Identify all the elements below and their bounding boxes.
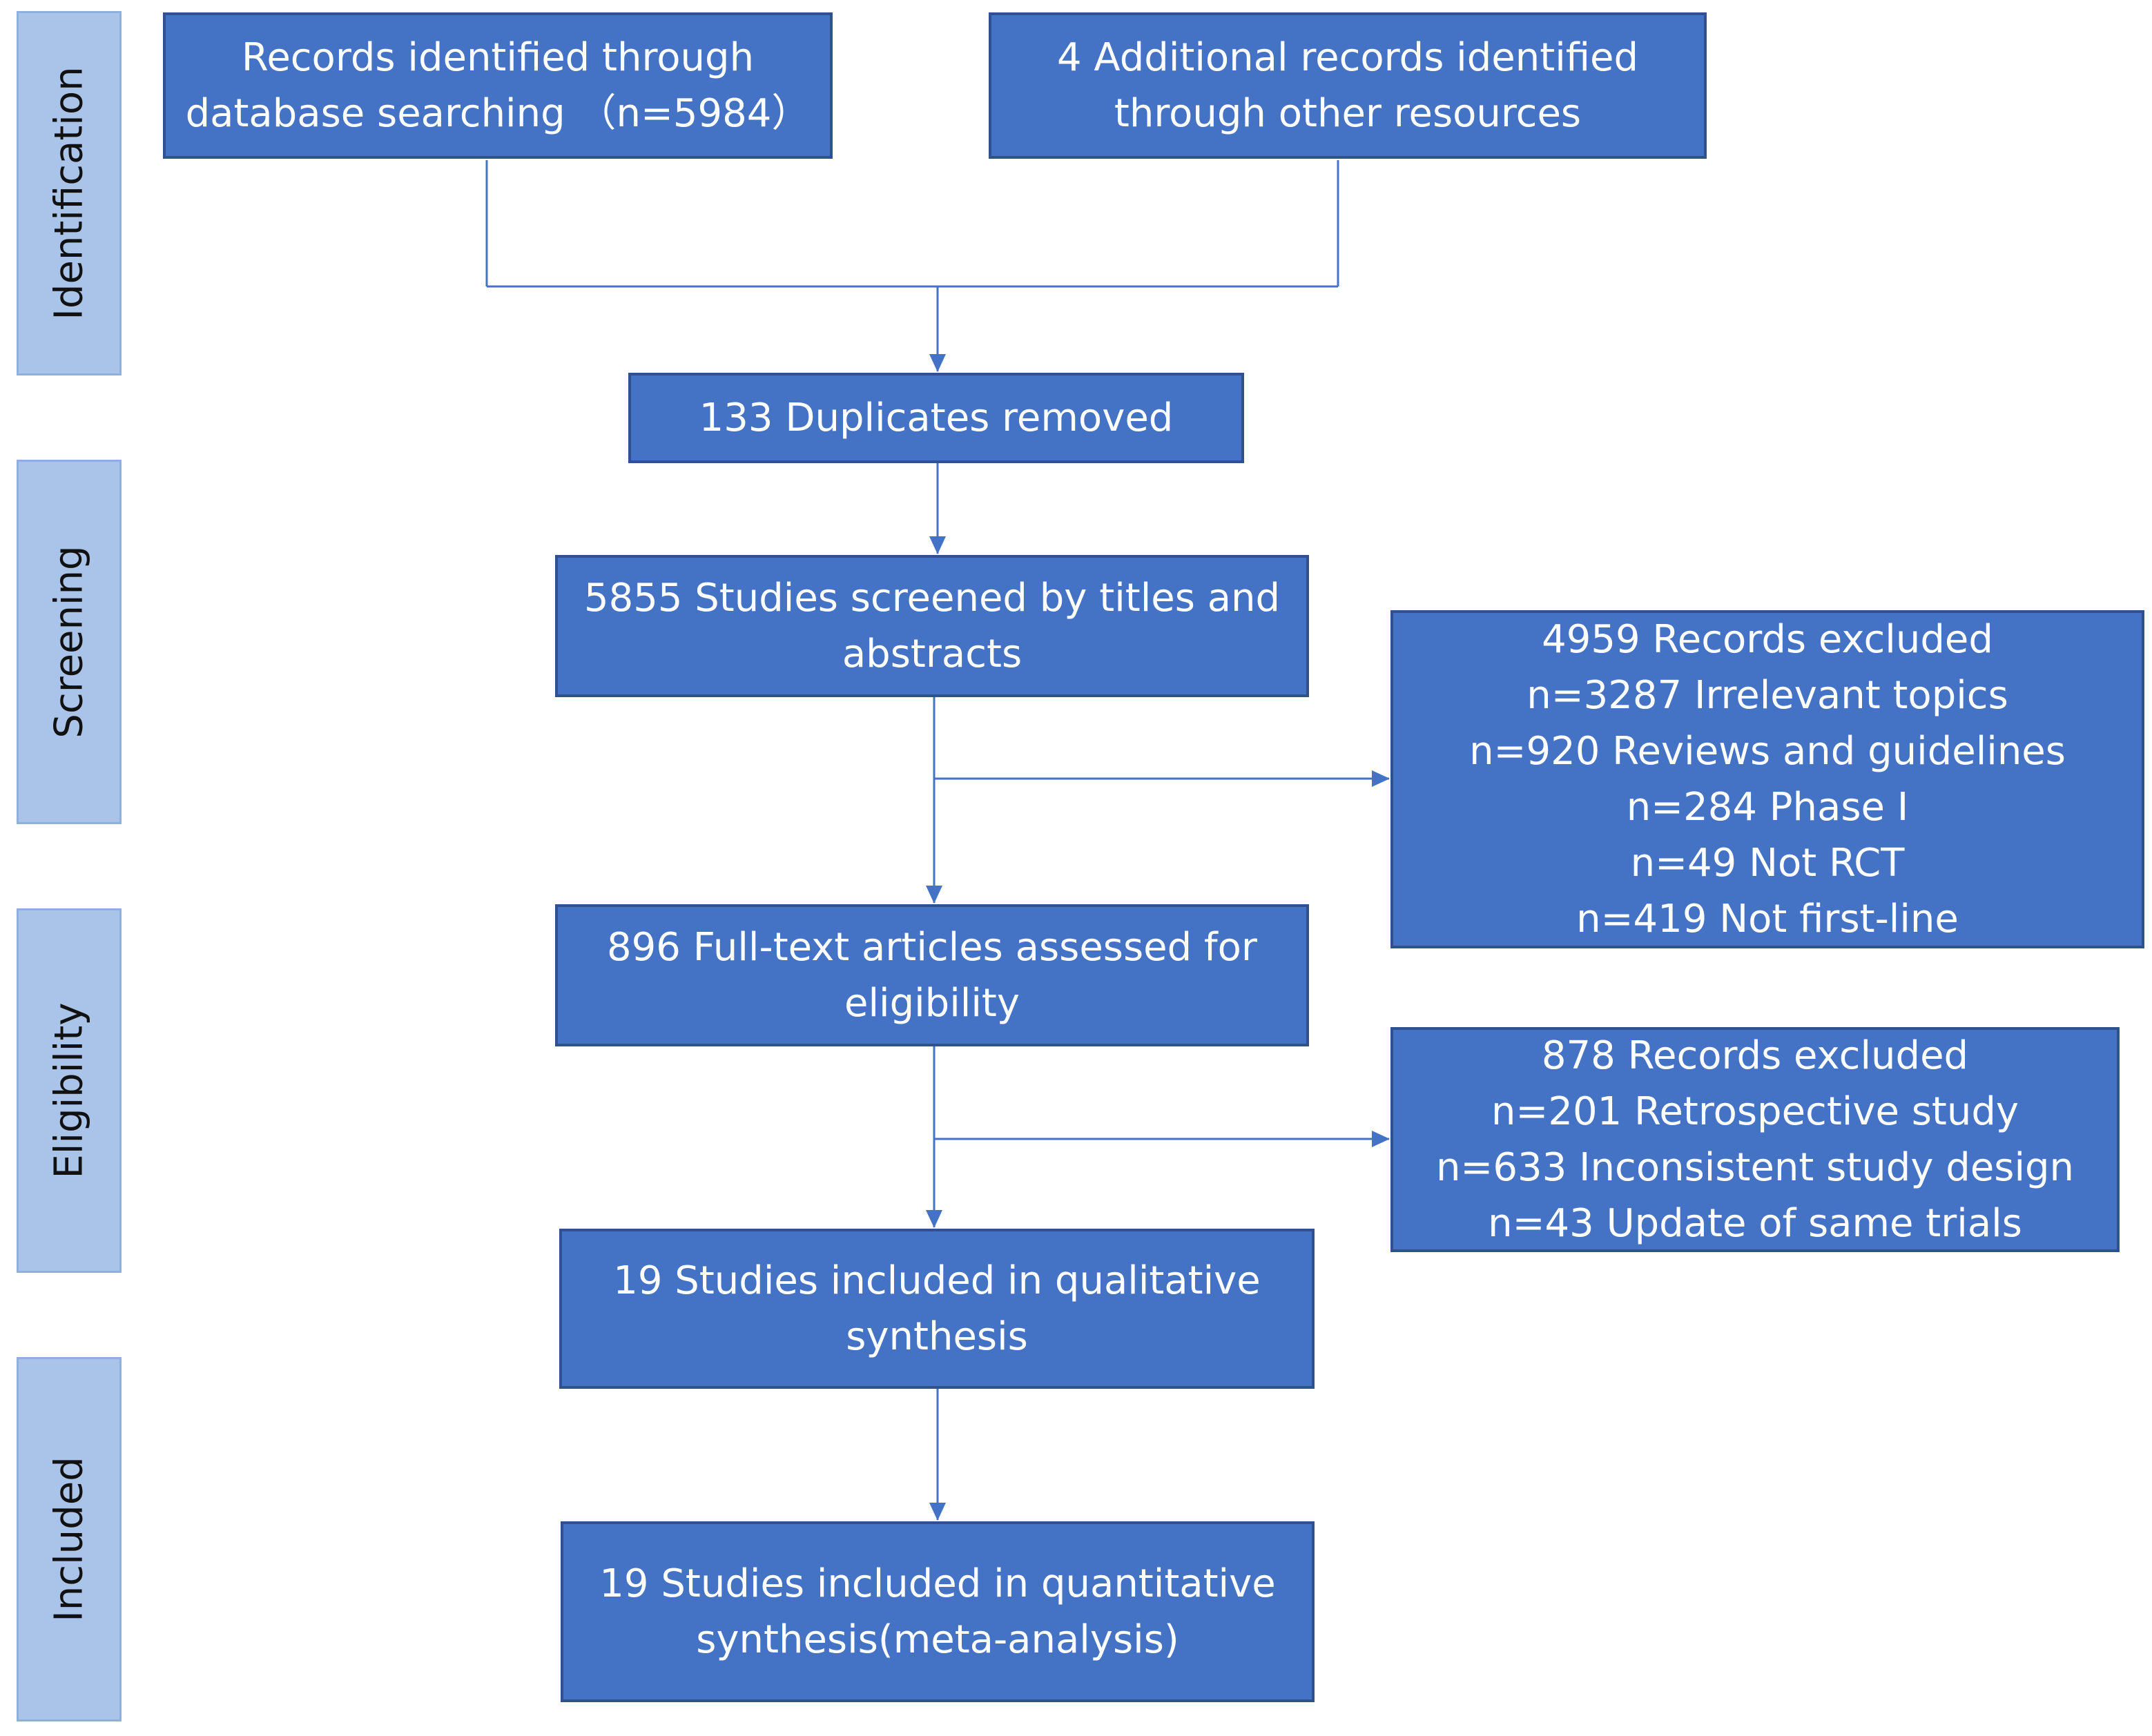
- box-text-line: n=201 Retrospective study: [1491, 1089, 2019, 1134]
- box-text-line: 4959 Records excluded: [1542, 617, 1993, 662]
- box-qualitative: 19 Studies included in qualitative synth…: [559, 1229, 1315, 1389]
- box-text-line: 19 Studies included in quantitative: [599, 1561, 1276, 1606]
- box-duplicates-removed: 133 Duplicates removed: [628, 373, 1244, 463]
- phase-identification: Identification: [17, 11, 122, 376]
- box-text-line: n=633 Inconsistent study design: [1435, 1145, 2075, 1190]
- box-text-line: 896 Full-text articles assessed for: [607, 925, 1257, 970]
- box-text-line: Records identified through: [241, 35, 755, 80]
- box-text-line: 4 Additional records identified: [1056, 35, 1639, 80]
- phase-eligibility: Eligibility: [17, 908, 122, 1273]
- box-text-line: abstracts: [842, 632, 1022, 676]
- box-text-line: synthesis(meta-analysis): [696, 1617, 1179, 1662]
- box-eligibility-excluded: 878 Records excluded n=201 Retrospective…: [1390, 1027, 2120, 1252]
- box-quantitative: 19 Studies included in quantitative synt…: [561, 1521, 1315, 1702]
- box-text-line: 19 Studies included in qualitative: [613, 1258, 1261, 1303]
- box-additional-records: 4 Additional records identified through …: [989, 12, 1707, 159]
- box-text-line: synthesis: [846, 1314, 1028, 1359]
- box-text-line: 5855 Studies screened by titles and: [583, 576, 1281, 621]
- phase-eligibility-label: Eligibility: [46, 1002, 92, 1179]
- box-database-records: Records identified through database sear…: [163, 12, 833, 159]
- phase-included-label: Included: [46, 1456, 92, 1622]
- box-text-line: n=419 Not first-line: [1576, 897, 1959, 942]
- phase-screening: Screening: [17, 460, 122, 824]
- box-screening-excluded: 4959 Records excluded n=3287 Irrelevant …: [1390, 610, 2144, 948]
- box-text-line: n=49 Not RCT: [1630, 841, 1905, 886]
- box-full-text: 896 Full-text articles assessed for elig…: [555, 904, 1309, 1046]
- phase-included: Included: [17, 1357, 122, 1722]
- phase-screening-label: Screening: [46, 545, 92, 739]
- box-text-line: 133 Duplicates removed: [699, 396, 1174, 440]
- box-text-line: n=284 Phase Ⅰ: [1626, 785, 1909, 830]
- box-text-line: 878 Records excluded: [1541, 1033, 1969, 1078]
- box-text-line: n=3287 Irrelevant topics: [1526, 673, 2008, 718]
- box-text-line: database searching （n=5984）: [185, 91, 811, 136]
- box-screened: 5855 Studies screened by titles and abst…: [555, 555, 1309, 697]
- box-text-line: through other resources: [1114, 91, 1582, 136]
- box-text-line: n=43 Update of same trials: [1488, 1201, 2022, 1246]
- box-text-line: n=920 Reviews and guidelines: [1469, 729, 2066, 774]
- box-text-line: eligibility: [844, 981, 1020, 1026]
- phase-identification-label: Identification: [46, 66, 92, 320]
